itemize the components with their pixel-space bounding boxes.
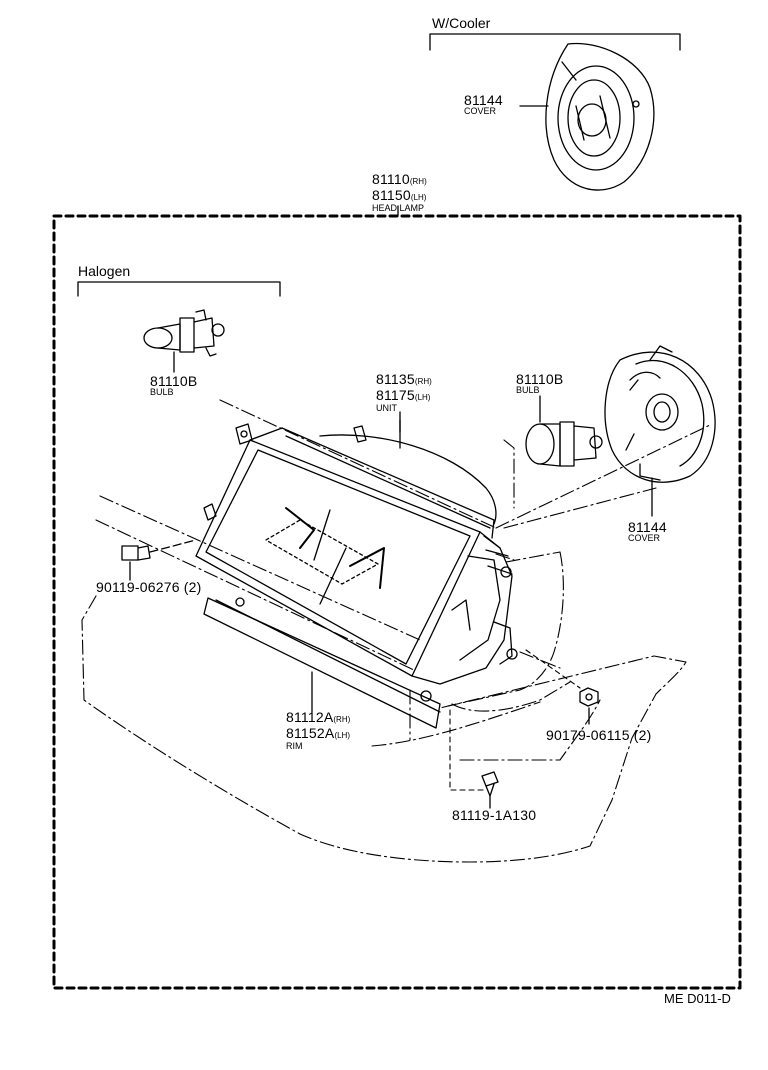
bulb-right-name: BULB — [516, 385, 540, 395]
head-lamp-callout: 81110(RH) 81150(LH) HEAD LAMP — [372, 172, 427, 213]
halogen-label: Halogen — [78, 263, 131, 279]
head-lamp-frame — [52, 214, 742, 990]
halogen-bracket — [77, 281, 281, 297]
head-lamp-rh-number: 81110 — [372, 171, 410, 187]
head-lamp-rh-tag: (RH) — [409, 177, 427, 186]
head-lamp-lh-number: 81150 — [372, 187, 411, 203]
cover-top-callout: 81144 COVER — [464, 93, 503, 116]
unit-name: UNIT — [376, 403, 397, 413]
screw-bottom-part-number: 81119-1A130 — [452, 807, 537, 823]
cover-right-name: COVER — [628, 533, 661, 543]
screw-left-qty: (2) — [183, 579, 202, 595]
head-lamp-name: HEAD LAMP — [372, 203, 425, 213]
head-lamp-lh-tag: (LH) — [410, 193, 427, 202]
rim-rh-number: 81112A — [286, 709, 334, 725]
nut-qty: (2) — [633, 727, 652, 743]
w-cooler-label: W/Cooler — [432, 15, 491, 31]
bulb-left-part-number: 81110B — [150, 373, 198, 389]
rim-name: RIM — [286, 741, 303, 751]
screw-bottom — [481, 771, 499, 809]
rim-callout: 81112A(RH) 81152A(LH) RIM — [286, 710, 350, 751]
unit-rh-tag: (RH) — [414, 377, 432, 386]
vehicle-body-outline — [81, 399, 713, 863]
bulb-right-callout: 81110B BULB — [516, 372, 563, 395]
halogen-bulb-right — [525, 395, 603, 467]
nut-right — [579, 687, 599, 725]
rim-lh-number: 81152A — [286, 725, 335, 741]
rim-part — [203, 597, 441, 729]
unit-lh-tag: (LH) — [414, 393, 431, 402]
bulb-right-part-number: 81110B — [516, 371, 564, 387]
cover-top-part-number: 81144 — [464, 92, 503, 108]
screw-left-part-number: 90119-06276 — [96, 579, 180, 595]
unit-cover-right — [604, 345, 716, 517]
bulb-left-name: BULB — [150, 387, 174, 397]
headlamp-unit — [195, 419, 518, 702]
diagram-code: ME D011-D — [664, 991, 731, 1006]
screw-bottom-callout: 81119-1A130 — [452, 808, 536, 822]
bulb-left-callout: 81110B BULB — [150, 374, 197, 397]
nut-callout: 90179-06115 (2) — [546, 728, 652, 742]
cover-right-callout: 81144 COVER — [628, 520, 667, 543]
unit-rh-number: 81135 — [376, 371, 415, 387]
cover-right-part-number: 81144 — [628, 519, 667, 535]
screw-left — [121, 539, 197, 581]
halogen-bulb-left — [143, 309, 225, 373]
rim-rh-tag: (RH) — [333, 715, 351, 724]
nut-part-number: 90179-06115 — [546, 727, 630, 743]
screw-left-callout: 90119-06276 (2) — [96, 580, 202, 594]
unit-callout: 81135(RH) 81175(LH) UNIT — [376, 372, 432, 413]
w-cooler-bracket — [429, 33, 681, 51]
unit-lh-number: 81175 — [376, 387, 415, 403]
cooler-cover-part — [519, 42, 655, 191]
cover-top-name: COVER — [464, 106, 497, 116]
rim-lh-tag: (LH) — [334, 731, 350, 740]
